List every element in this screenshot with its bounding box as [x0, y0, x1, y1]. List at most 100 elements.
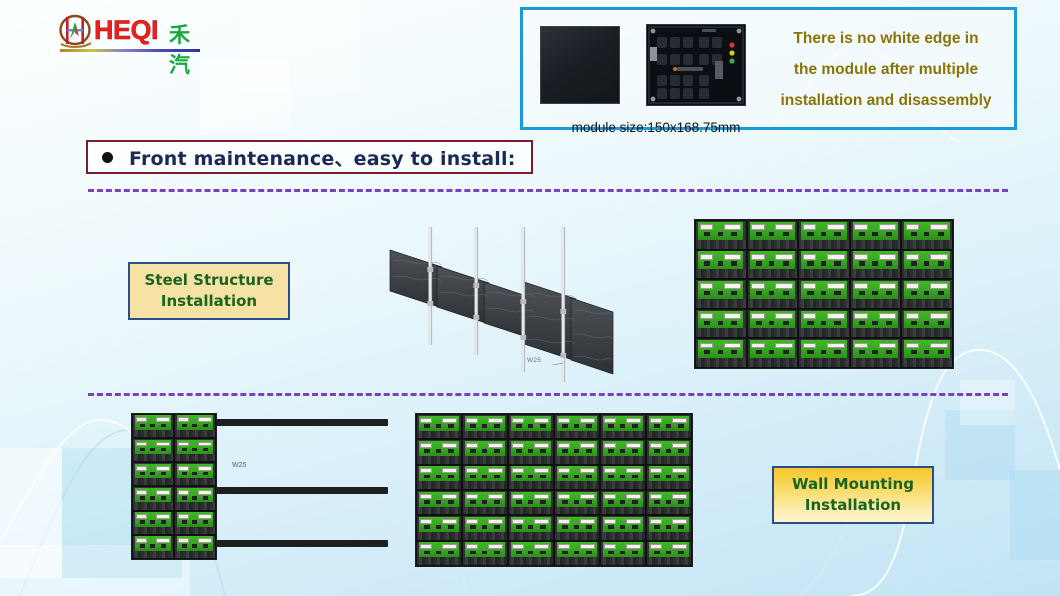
- module-chip: [782, 320, 789, 325]
- led-module: [132, 414, 174, 439]
- module-connector: [441, 544, 458, 550]
- module-connector: [155, 538, 170, 544]
- module-connector: [487, 468, 504, 474]
- module-backplate: [554, 557, 600, 566]
- module-backplate: [849, 328, 902, 339]
- module-connector: [854, 283, 868, 290]
- module-connector: [625, 493, 642, 499]
- module-chip: [834, 320, 841, 325]
- module-edge: [174, 462, 216, 486]
- module-edge: [508, 439, 554, 464]
- led-module-front-photo: [540, 26, 620, 104]
- module-connector: [579, 544, 596, 550]
- module-connector: [854, 312, 868, 319]
- section-heading: Front maintenance、easy to install:: [86, 140, 533, 174]
- module-chip: [139, 544, 145, 548]
- module-connector: [775, 253, 794, 260]
- module-chip: [139, 496, 145, 500]
- module-chip: [654, 424, 660, 428]
- led-module: [174, 462, 216, 487]
- module-edge: [462, 439, 508, 464]
- module-backplate: [462, 481, 508, 490]
- module-connector: [625, 442, 642, 448]
- module-chip: [192, 496, 197, 500]
- module-chip: [666, 550, 671, 555]
- module-connector: [625, 417, 642, 423]
- module-chip: [192, 423, 197, 428]
- module-backplate: [646, 532, 692, 541]
- module-backplate: [508, 430, 554, 440]
- module-edge: [798, 338, 850, 368]
- led-module: [416, 490, 462, 516]
- module-connector: [827, 224, 845, 231]
- module-backplate: [600, 456, 646, 465]
- module-chip: [203, 496, 209, 500]
- module-connector: [177, 465, 189, 471]
- module-connector: [854, 224, 868, 231]
- module-chip: [139, 423, 145, 428]
- module-connector: [604, 518, 617, 524]
- module-chip: [620, 525, 625, 529]
- module-chip: [678, 474, 684, 479]
- module-connector: [854, 253, 868, 260]
- module-chip: [540, 424, 546, 428]
- module-chip: [859, 350, 866, 355]
- module-chip: [516, 525, 522, 529]
- module-backplate: [132, 454, 174, 463]
- module-edge: [747, 338, 799, 368]
- led-module: [695, 249, 747, 280]
- module-connector: [650, 417, 663, 423]
- module-connector: [878, 253, 897, 260]
- led-module: [554, 540, 600, 566]
- module-connector: [650, 493, 663, 499]
- led-module: [849, 338, 902, 368]
- module-chip: [782, 350, 789, 355]
- module-chip: [937, 261, 944, 266]
- led-panel-grid-steel: [694, 219, 954, 369]
- module-chip: [181, 447, 187, 452]
- led-module: [416, 540, 462, 566]
- module-connector: [775, 342, 794, 349]
- module-chip: [910, 261, 917, 266]
- led-module: [646, 464, 692, 490]
- module-connector: [930, 283, 948, 290]
- led-module: [508, 464, 554, 490]
- module-edge: [600, 515, 646, 540]
- module-connector: [197, 514, 212, 519]
- module-chip: [885, 261, 893, 266]
- module-backplate: [462, 456, 508, 465]
- module-connector: [906, 342, 920, 349]
- module-connector: [650, 544, 663, 550]
- module-backplate: [646, 557, 692, 566]
- module-chip: [470, 500, 476, 504]
- module-connector: [671, 518, 688, 524]
- module-edge: [554, 414, 600, 439]
- module-chip: [482, 550, 487, 555]
- module-chip: [620, 424, 625, 428]
- led-module: [132, 438, 174, 463]
- module-chip: [910, 350, 917, 355]
- module-chip: [574, 474, 579, 479]
- led-module: [132, 510, 174, 535]
- module-connector: [723, 283, 742, 290]
- module-backplate: [746, 239, 799, 250]
- module-backplate: [508, 506, 554, 516]
- module-connector: [558, 417, 571, 423]
- led-module: [646, 414, 692, 440]
- module-chip: [769, 350, 775, 355]
- module-chip: [528, 424, 533, 428]
- module-chip: [885, 320, 893, 325]
- module-chip: [424, 550, 430, 555]
- module-connector: [906, 283, 920, 290]
- module-connector: [533, 468, 550, 474]
- module-backplate: [901, 239, 953, 250]
- module-connector: [533, 544, 550, 550]
- module-chip: [540, 474, 546, 479]
- brand-name-cn: 禾汽: [169, 23, 190, 77]
- module-chip: [181, 496, 187, 500]
- module-chip: [807, 231, 814, 236]
- led-module: [462, 439, 508, 465]
- module-chip: [540, 550, 546, 555]
- module-chip: [872, 291, 878, 296]
- module-connector: [604, 468, 617, 474]
